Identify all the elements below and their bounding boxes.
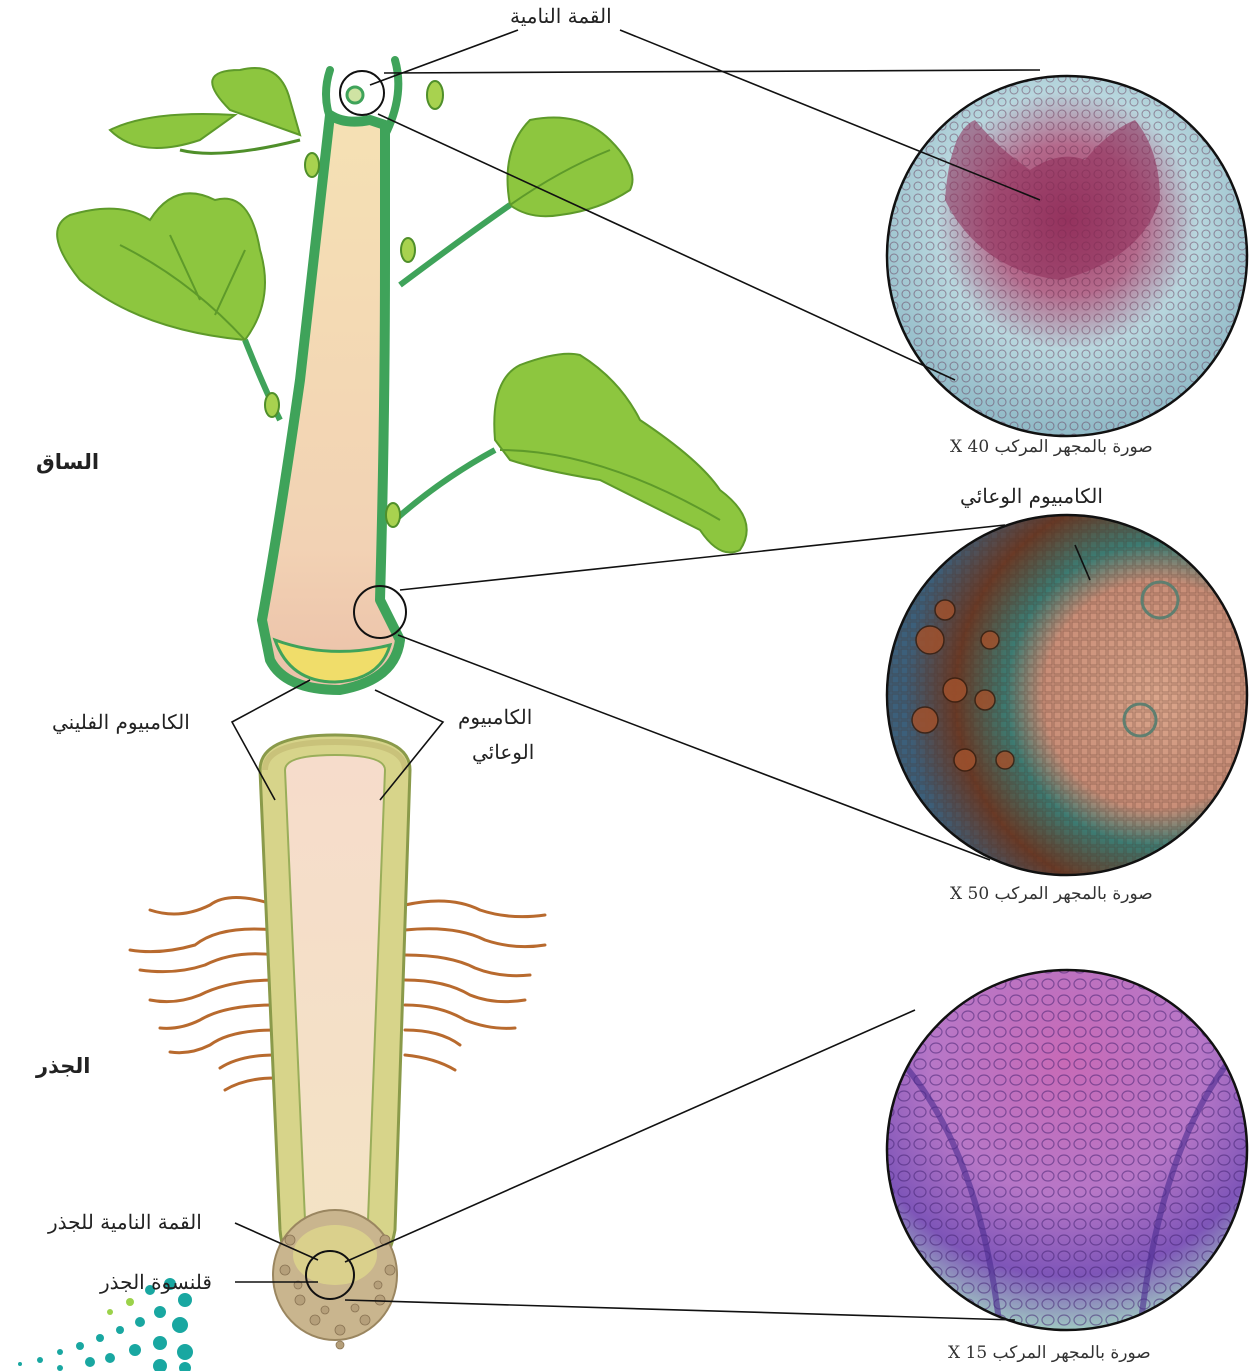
label-root: الجذر — [36, 1054, 90, 1078]
caption-micrograph-3: صورة بالمجهر المركب X 15 — [948, 1343, 1151, 1363]
micrograph-2 — [887, 515, 1247, 875]
leaf-left — [57, 193, 280, 420]
root-cap-illustration — [273, 1210, 397, 1349]
label-vascular-cambium-line1: الكامبيوم — [458, 705, 532, 729]
label-root-apex: القمة النامية للجذر — [48, 1210, 202, 1234]
leaf-right-lower — [395, 354, 747, 553]
label-vascular-cambium-line2: الوعائي — [472, 740, 534, 764]
micrograph-1 — [887, 76, 1247, 436]
leaf-top-left — [110, 68, 300, 153]
root-illustration — [130, 735, 545, 1349]
label-shoot-apex: القمة النامية — [510, 4, 612, 28]
stem-illustration — [57, 60, 747, 690]
label-stem: الساق — [36, 450, 99, 474]
label-vascular-cambium-top: الكامبيوم الوعائي — [960, 484, 1103, 508]
label-root-cap: قلنسوة الجذر — [100, 1270, 212, 1294]
leaf-right-upper — [400, 118, 633, 286]
label-cork-cambium: الكامبيوم الفليني — [52, 710, 190, 734]
caption-micrograph-1: صورة بالمجهر المركب X 40 — [950, 437, 1153, 457]
micrograph-3 — [887, 970, 1247, 1330]
caption-micrograph-2: صورة بالمجهر المركب X 50 — [950, 884, 1153, 904]
